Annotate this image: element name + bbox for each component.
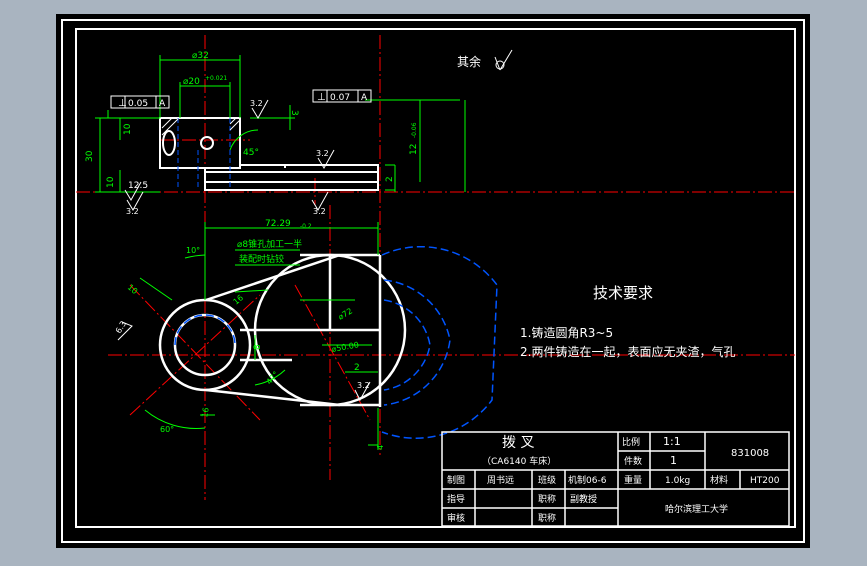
dim-lines-plan — [139, 222, 379, 450]
weight-value: 1.0kg — [665, 476, 690, 486]
dim-10b: 10 — [106, 176, 116, 188]
dim-2b: 2 — [354, 363, 360, 373]
sheet-border-inner — [75, 28, 796, 528]
roughness-symbols — [117, 99, 371, 402]
ratio-value: 1:1 — [663, 435, 681, 448]
tolerance-frames — [110, 89, 372, 109]
count-label: 件数 — [624, 455, 642, 467]
ratio-label: 比例 — [622, 436, 640, 448]
dim-16b: 16 — [200, 407, 211, 419]
dim-3: 3 — [289, 110, 299, 116]
material-value: HT200 — [750, 476, 780, 486]
dim-4: 4 — [376, 445, 385, 450]
front-view — [159, 117, 379, 191]
title-block-grid — [441, 431, 790, 527]
review-label: 审核 — [447, 512, 465, 524]
rough-3-2-b: 3.2 — [316, 149, 329, 158]
plan-view — [158, 253, 407, 407]
dim-8: 8 — [253, 344, 263, 350]
dim-2: 2 — [385, 176, 395, 182]
surface-note-label: 其余 — [457, 54, 481, 69]
dim-d20: ⌀20 — [183, 77, 200, 87]
tol-value-2: 0.07 — [330, 93, 350, 103]
machine-name: （CA6140 车床） — [482, 455, 556, 467]
rough-3-2-e: 3.2 — [357, 381, 370, 390]
class-label: 班级 — [538, 474, 556, 486]
rough-3-2-d: 3.2 — [313, 207, 326, 216]
dim-12: 12 — [409, 144, 419, 155]
dim-12-tol: -0.06 — [411, 122, 418, 138]
part-name: 拨 叉 — [502, 435, 534, 451]
rough-3-2-c: 3.2 — [126, 207, 139, 216]
angle-45: 45° — [243, 148, 259, 158]
dim-d32: ⌀32 — [192, 51, 209, 61]
count-value: 1 — [670, 454, 677, 467]
angle-10: 10° — [186, 246, 200, 255]
title-label-1: 职称 — [538, 493, 556, 505]
drawn-name: 周书远 — [487, 475, 514, 486]
dim-d20-tol: +0.021 — [205, 75, 227, 82]
weight-label: 重量 — [624, 474, 642, 486]
dim-30: 30 — [85, 150, 95, 162]
requirement-item-2: 2.两件铸造在一起，表面应无夹渣，气孔 — [520, 344, 735, 359]
sheet-border-outer — [61, 19, 805, 543]
tol-symbol-2: ⊥ — [317, 92, 326, 103]
material-label: 材料 — [710, 474, 728, 486]
tol-value-1: 0.05 — [128, 99, 148, 109]
school-name: 哈尔滨理工大学 — [665, 503, 728, 515]
tol-ref-1: A — [159, 99, 166, 109]
drawing-number: 831008 — [731, 448, 769, 459]
rough-3-2-a: 3.2 — [250, 99, 263, 108]
rough-12-5: 12.5 — [128, 181, 148, 191]
fork-half-hidden — [174, 245, 498, 439]
surface-roughness-icon — [494, 49, 513, 71]
requirements-title: 技术要求 — [593, 284, 653, 302]
tol-ref-2: A — [361, 93, 368, 103]
class-value: 机制06-6 — [568, 474, 607, 486]
hatch-front — [161, 117, 241, 136]
note-hole-line1: ⌀8锥孔加工一半 — [237, 238, 302, 250]
title-label-2: 职称 — [538, 512, 556, 524]
drawn-label: 制图 — [447, 474, 465, 486]
guide-label: 指导 — [447, 493, 465, 505]
angle-60: 60° — [160, 425, 174, 434]
requirement-item-1: 1.铸造圆角R3~5 — [520, 325, 613, 340]
tol-symbol-1: ⊥ — [118, 98, 127, 109]
dim-10: 10 — [123, 123, 133, 135]
note-hole-line2: 装配时钻铰 — [239, 253, 284, 265]
sheet-background — [56, 14, 810, 548]
dim-72-tol: -0.2 — [300, 223, 312, 230]
title-value-1: 副教授 — [570, 493, 597, 505]
dim-72-29: 72.29 — [265, 219, 291, 229]
